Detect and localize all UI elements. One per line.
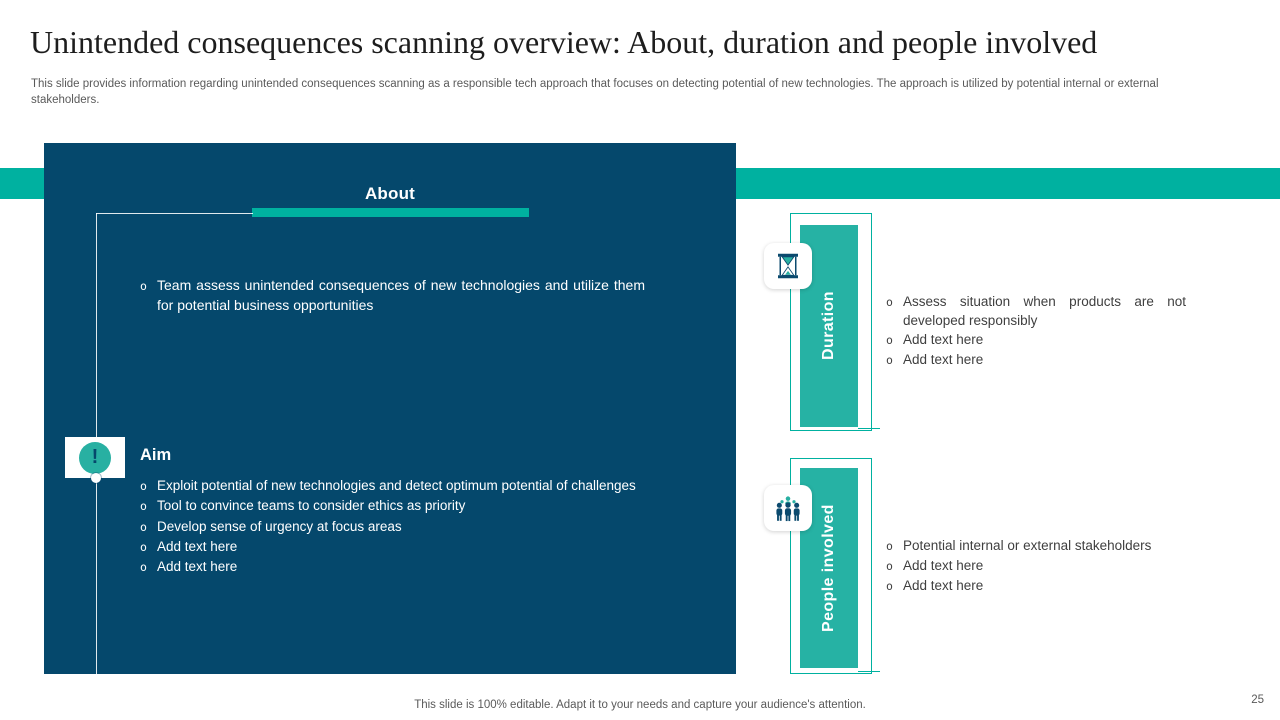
page-title: Unintended consequences scanning overvie… [30,24,1098,60]
bullet-marker: o [140,499,147,514]
list-item: o Add text here [886,350,1186,370]
list-item: o Tool to convince teams to consider eth… [140,496,652,516]
bullet-text: Develop sense of urgency at focus areas [157,518,402,534]
footer-note: This slide is 100% editable. Adapt it to… [414,699,866,711]
bullet-marker: o [886,333,893,347]
hourglass-icon [764,243,812,289]
bullet-text: Add text here [903,332,984,347]
bullet-marker: o [140,279,147,293]
bullet-marker: o [140,560,147,575]
exclamation-circle: ! [79,441,111,474]
exclamation-icon: ! [65,437,125,478]
list-item: o Add text here [140,557,652,577]
list-item: o Team assess unintended consequences of… [140,276,645,315]
list-item: o Add text here [886,556,1198,576]
bullet-marker: o [886,295,893,309]
slide-subtitle: This slide provides information regardin… [31,78,1159,106]
hourglass-glyph [778,253,798,279]
bullet-text: Potential internal or external stakehold… [903,538,1152,553]
list-item: o Potential internal or external stakeho… [886,536,1198,556]
bullet-text: Add text here [157,538,238,554]
about-section-title: About [364,184,416,203]
bullet-marker: o [886,353,893,367]
about-bullet-list: o Team assess unintended consequences of… [140,276,645,315]
bullet-text: Add text here [903,558,984,573]
list-item: o Add text here [140,537,652,557]
duration-outline-box [790,213,872,431]
people-bullet-list: o Potential internal or external stakeho… [886,536,1198,596]
bullet-marker: o [140,519,147,534]
list-item: o Add text here [886,330,1186,350]
bullet-text: Tool to convince teams to consider ethic… [157,498,466,514]
list-item: o Assess situation when products are not… [886,292,1186,330]
bullet-text: Team assess unintended consequences of n… [157,277,645,313]
people-outline-box [790,458,872,674]
bullet-text: Exploit potential of new technologies an… [157,478,636,493]
bullet-text: Add text here [157,559,238,575]
aim-heading: Aim [140,446,172,464]
list-item: o Add text here [886,576,1198,596]
people-icon [764,485,812,531]
people-corner-tick [858,671,880,672]
list-item: o Develop sense of urgency at focus area… [140,517,652,537]
frame-horizontal-line [96,213,253,214]
bullet-marker: o [886,559,893,573]
list-item: o Exploit potential of new technologies … [140,476,652,496]
bullet-marker: o [140,479,147,493]
bullet-text: Assess situation when products are not d… [903,294,1186,328]
page-number: 25 [1251,694,1264,706]
aim-bullet-list: o Exploit potential of new technologies … [140,476,652,577]
bullet-text: Add text here [903,578,984,593]
about-underline [252,208,529,217]
duration-corner-tick [858,428,880,429]
bullet-marker: o [886,539,893,553]
bullet-marker: o [886,579,893,593]
about-panel: About o Team assess unintended consequen… [44,143,736,674]
bullet-marker: o [140,539,147,554]
connector-dot [91,473,101,483]
bullet-text: Add text here [903,352,984,367]
people-glyph [776,496,800,522]
duration-bullet-list: o Assess situation when products are not… [886,292,1186,370]
